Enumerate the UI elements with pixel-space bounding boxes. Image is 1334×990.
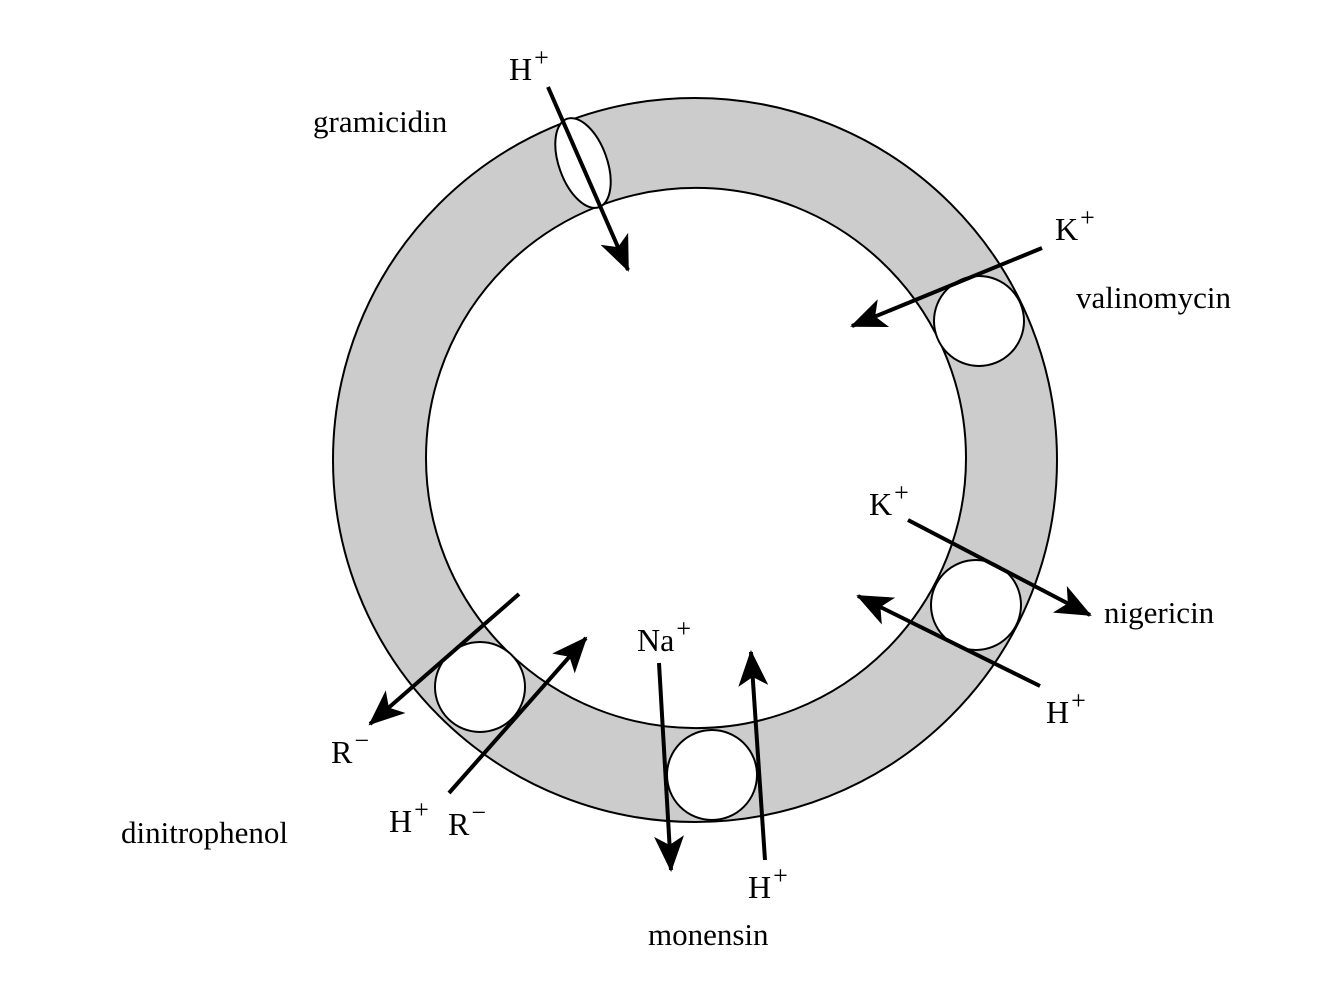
- valinomycin-label: valinomycin: [1076, 280, 1231, 315]
- ion-charge: −: [354, 726, 369, 755]
- ion-symbol: K: [869, 486, 892, 522]
- ion-symbol: Na: [637, 622, 674, 658]
- ion-symbol: H: [1046, 694, 1069, 730]
- ion-symbol: K: [1055, 211, 1078, 247]
- ion-charge: +: [1080, 203, 1095, 232]
- ion-symbol: H: [389, 803, 412, 839]
- dinitrophenol-r-in-ion-label: R−: [448, 798, 486, 842]
- ion-symbol: H: [748, 869, 771, 905]
- ion-charge: −: [471, 798, 486, 827]
- ion-charge: +: [534, 43, 549, 72]
- membrane-bilayer: [333, 98, 1057, 822]
- ion-charge: +: [414, 795, 429, 824]
- ion-charge: +: [773, 861, 788, 890]
- ion-symbol: R: [331, 734, 353, 770]
- ion-charge: +: [894, 478, 909, 507]
- gramicidin-label: gramicidin: [313, 104, 448, 139]
- monensin-carrier: [667, 730, 757, 820]
- valinomycin-k-ion-label: K+: [1055, 203, 1095, 247]
- gramicidin-h-ion-label: H+: [509, 43, 549, 87]
- valinomycin-carrier: [934, 276, 1024, 366]
- nigericin-label: nigericin: [1104, 595, 1215, 630]
- ion-symbol: H: [509, 51, 532, 87]
- monensin-label: monensin: [648, 917, 769, 952]
- dinitrophenol-h-ion-label: H+: [389, 795, 429, 839]
- dinitrophenol-r-out-ion-label: R−: [331, 726, 369, 770]
- nigericin-k-ion-label: K+: [869, 478, 909, 522]
- nigericin-h-ion-label: H+: [1046, 686, 1086, 730]
- ion-symbol: R: [448, 806, 470, 842]
- monensin-na-ion-label: Na+: [637, 614, 691, 658]
- ion-charge: +: [1071, 686, 1086, 715]
- monensin-h-ion-label: H+: [748, 861, 788, 905]
- ion-charge: +: [676, 614, 691, 643]
- dinitrophenol-label: dinitrophenol: [121, 815, 288, 850]
